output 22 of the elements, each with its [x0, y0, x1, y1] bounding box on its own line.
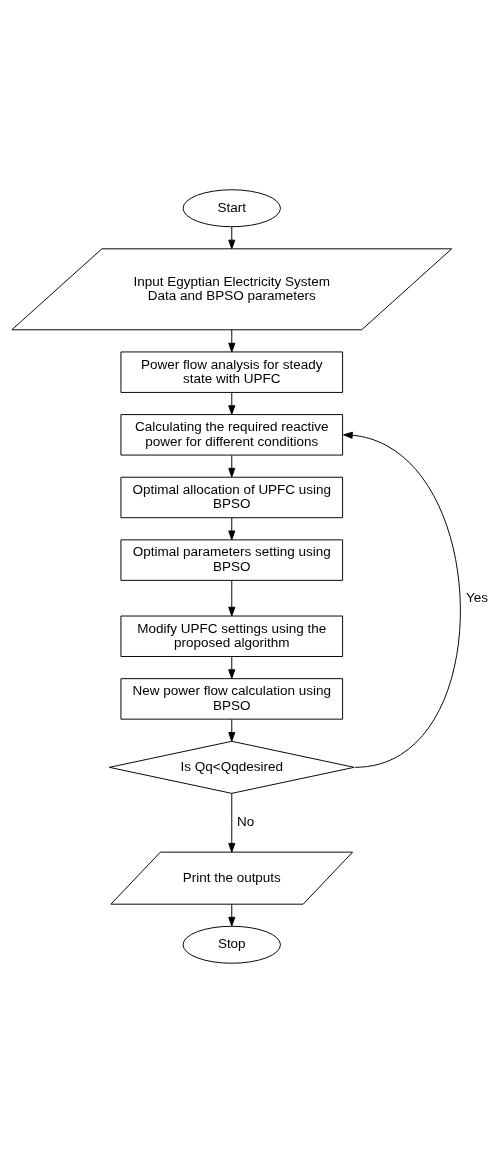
- arrow: [228, 517, 236, 540]
- edge-label: Yes: [465, 589, 488, 605]
- node-ellipse: Start: [182, 188, 281, 227]
- node-box: Modify UPFC settings using the proposed algorithm: [120, 615, 344, 657]
- node-diamond: Is Qq<Qqdesired: [108, 740, 355, 794]
- arrow: [343, 431, 461, 768]
- arrow: [228, 391, 236, 415]
- node-box: New power flow calculation using BPSO: [120, 677, 344, 720]
- arrow: [228, 718, 236, 742]
- arrow: [228, 225, 236, 249]
- arrow: [228, 792, 236, 853]
- node-ellipse: Stop: [182, 925, 281, 964]
- edge-label: No: [237, 813, 255, 829]
- node-box: Optimal parameters setting using BPSO: [120, 538, 344, 581]
- arrow: [228, 655, 236, 679]
- node-box: Power flow analysis for steady state with UPFC: [120, 350, 344, 393]
- node-box: Calculating the required reactive power for different conditions: [120, 413, 344, 456]
- arrow: [228, 454, 236, 477]
- arrow: [228, 903, 236, 926]
- arrow: [228, 328, 236, 352]
- node-box: Optimal allocation of UPFC using BPSO: [120, 476, 344, 518]
- arrow: [228, 579, 236, 616]
